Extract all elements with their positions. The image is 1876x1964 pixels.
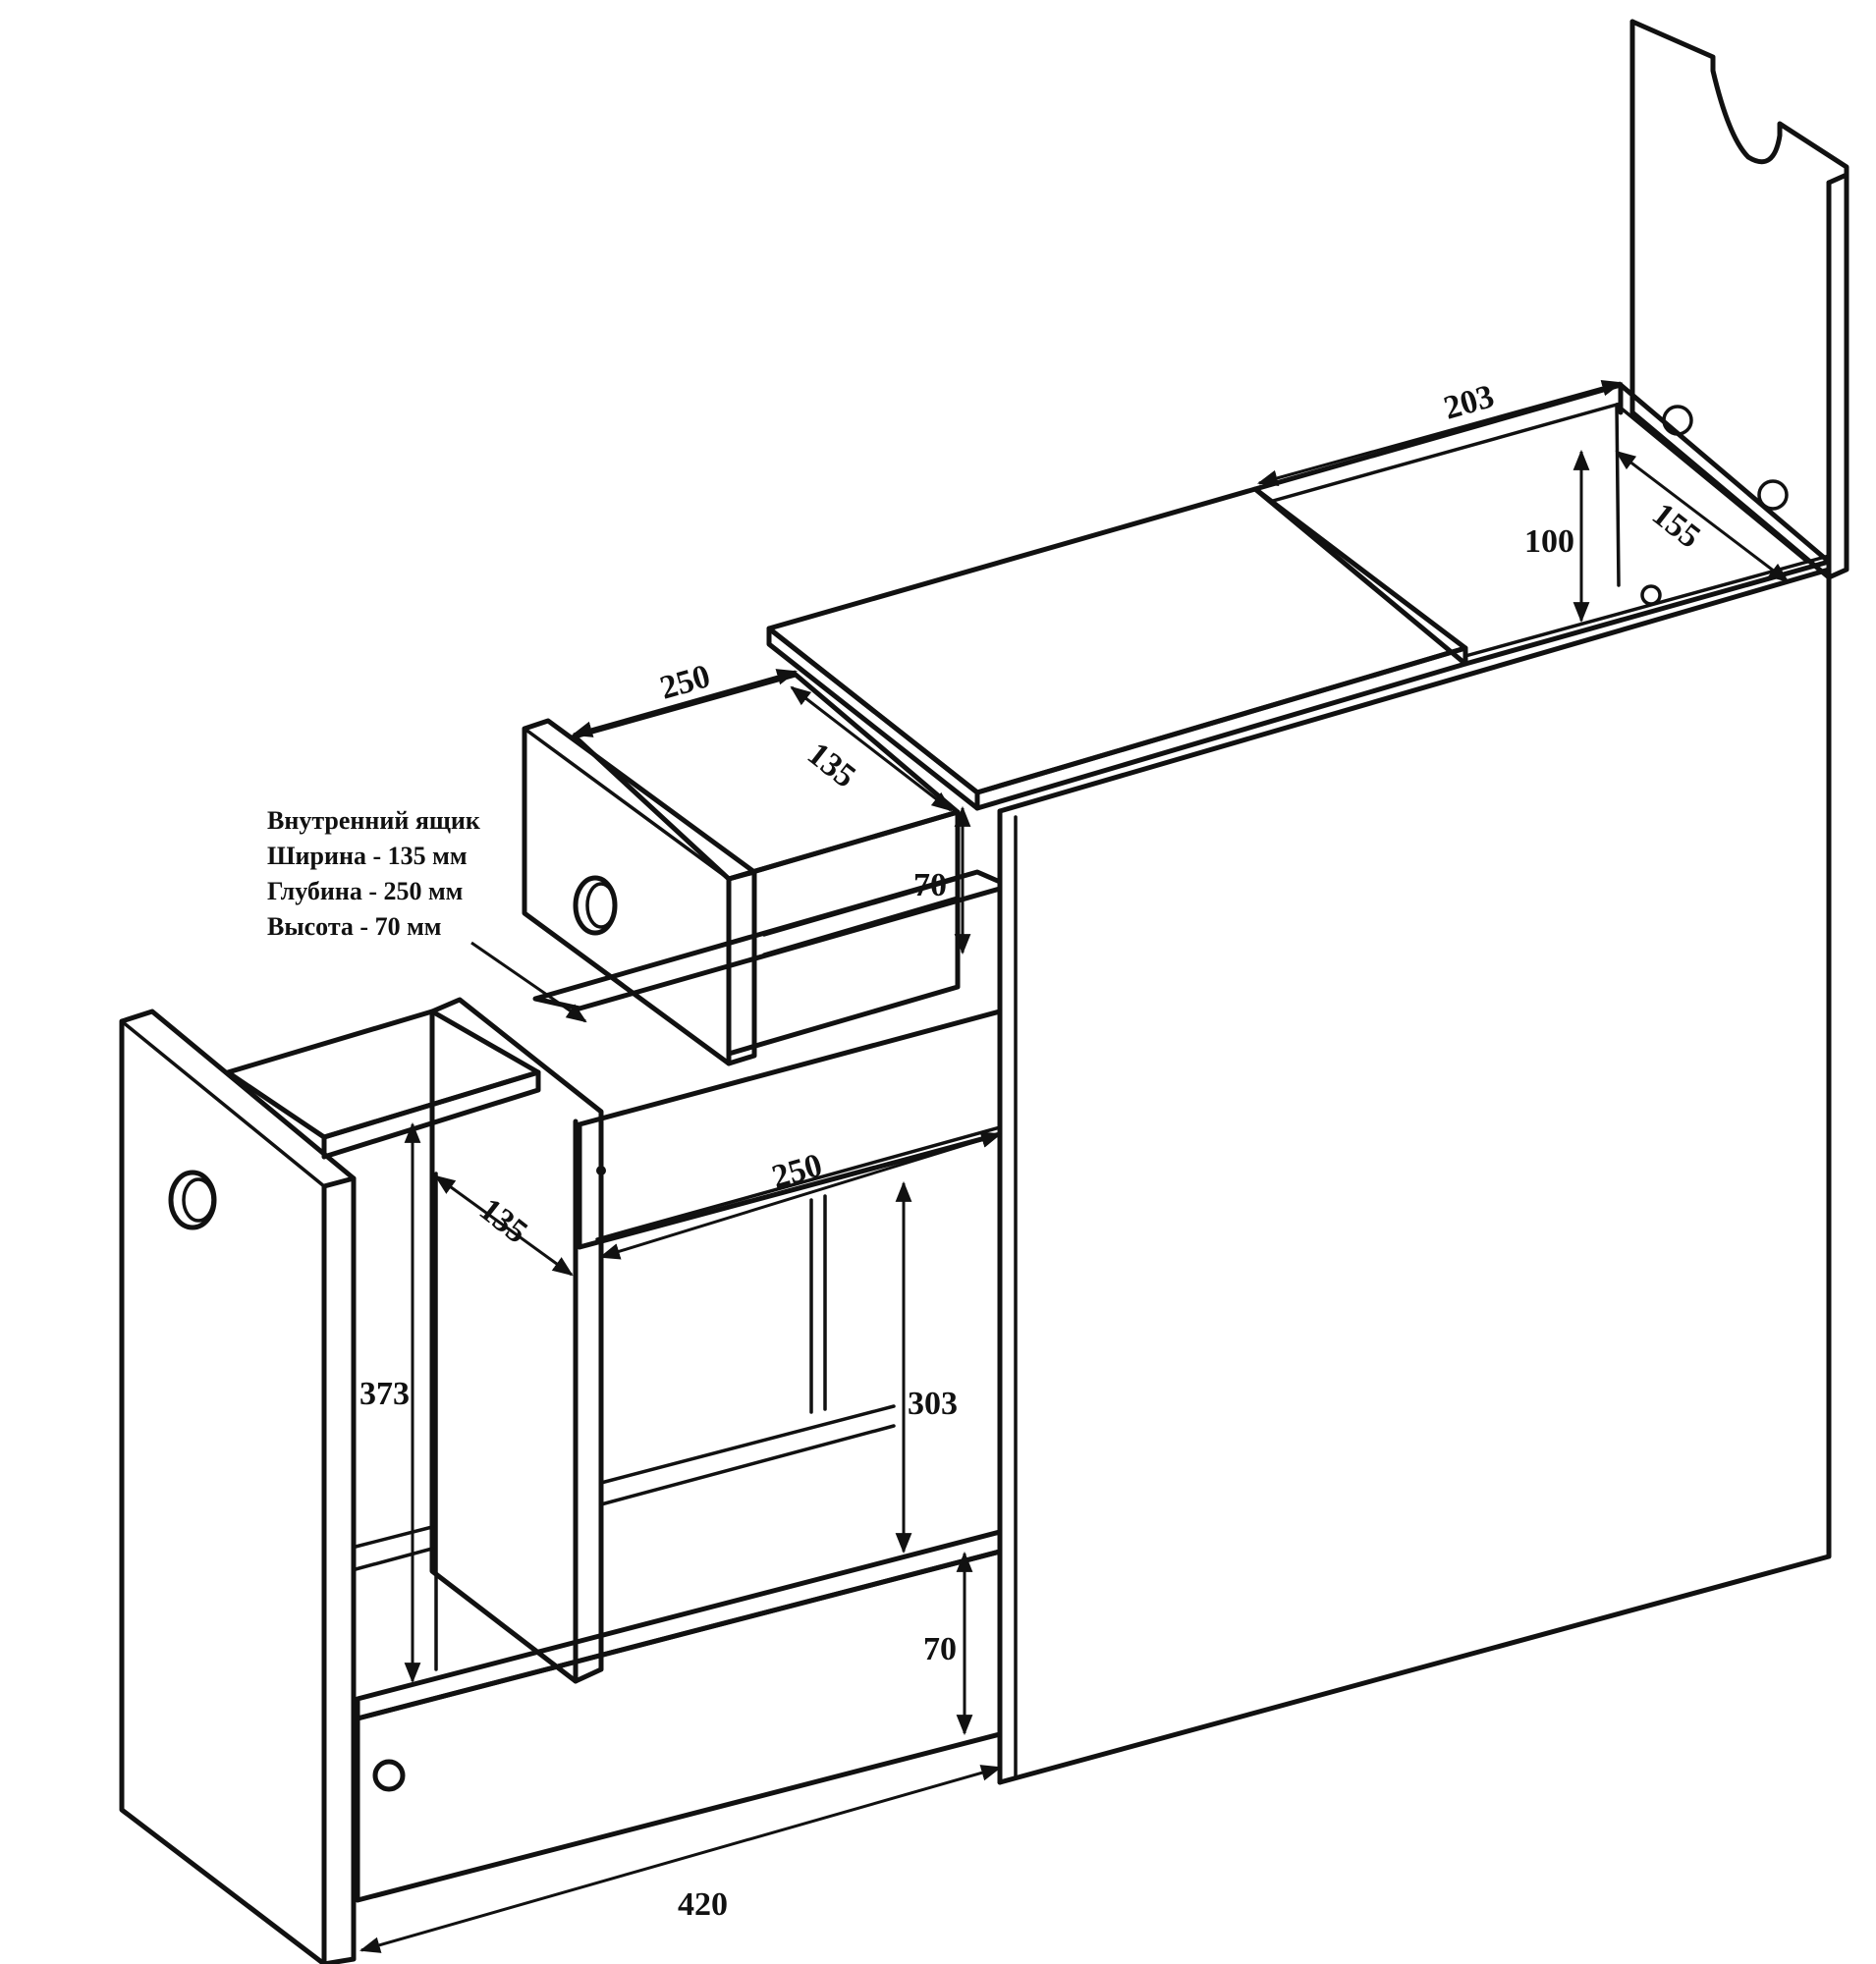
dim-line-drawer-depth xyxy=(571,669,799,737)
dimension-lines xyxy=(359,379,1790,1953)
dim-line-top-width xyxy=(1256,379,1624,487)
dim-line-shelf-width xyxy=(434,1174,574,1277)
dim-top-height: 100 xyxy=(1524,523,1574,560)
dim-left-height: 373 xyxy=(359,1376,410,1412)
note-title: Внутренний ящик xyxy=(267,806,480,835)
note-pointer-arrow xyxy=(470,941,587,1023)
inner-drawer-note: Внутренний ящик Ширина - 135 мм Глубина … xyxy=(267,803,480,945)
note-depth: Глубина - 250 мм xyxy=(267,877,464,905)
dim-drawer-height: 70 xyxy=(913,867,947,903)
lower-rack xyxy=(119,869,1003,1964)
back-panel xyxy=(1629,19,1849,580)
dim-line-drawer-width xyxy=(790,685,953,812)
dimension-labels: 203 100 155 250 135 70 250 135 373 303 7… xyxy=(359,378,1707,1923)
dim-drawer-width: 135 xyxy=(800,736,862,795)
note-height: Высота - 70 мм xyxy=(267,912,442,941)
dim-total-depth: 420 xyxy=(678,1886,728,1923)
dim-shelf-depth: 250 xyxy=(768,1147,826,1196)
dim-line-total-depth xyxy=(359,1765,1003,1953)
dim-bottom-height: 70 xyxy=(923,1631,957,1667)
note-width: Ширина - 135 мм xyxy=(267,842,468,870)
dim-line-top-depth xyxy=(1615,450,1790,583)
dim-mid-height: 303 xyxy=(908,1386,958,1422)
dim-top-depth: 155 xyxy=(1645,496,1707,556)
top-lid xyxy=(766,486,1468,811)
dim-line-shelf-depth xyxy=(598,1131,1003,1260)
